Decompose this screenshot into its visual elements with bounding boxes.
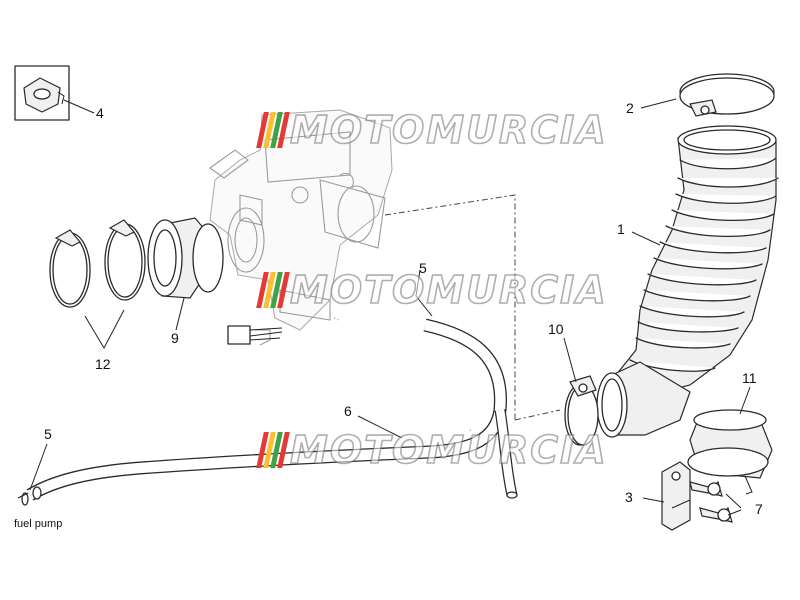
part-1-bellows-duct <box>611 125 779 401</box>
callout-10: 10 <box>548 321 564 337</box>
watermark-middle: MOTOMURCIA <box>256 267 608 313</box>
callout-11: 11 <box>742 370 757 386</box>
watermark-top: MOTOMURCIA <box>256 107 608 153</box>
part-9-intake-sleeve <box>147 217 224 299</box>
watermark-bars <box>256 432 290 468</box>
part-10-small-clamp <box>564 375 599 446</box>
watermark-bars <box>256 112 290 148</box>
part-2-top-clamp <box>679 73 775 117</box>
callout-12: 12 <box>95 356 111 372</box>
part-12-clamps <box>49 219 146 308</box>
watermark-text: MOTOMURCIA <box>289 107 608 153</box>
part-7-bolts <box>689 480 733 523</box>
watermark-text: MOTOMURCIA <box>289 267 608 313</box>
callout-4: 4 <box>96 105 104 121</box>
fuel-pump-caption: fuel pump <box>14 518 63 530</box>
callout-1: 1 <box>617 221 625 237</box>
assembly-dash-line <box>384 194 561 421</box>
callout-5-lower: 5 <box>44 426 52 442</box>
part-4-clip <box>14 65 70 121</box>
callout-6: 6 <box>344 403 352 419</box>
callout-5-upper: 5 <box>419 260 427 276</box>
watermark-bottom: MOTOMURCIA <box>256 427 608 473</box>
callout-3: 3 <box>625 489 633 505</box>
part-6-fuel-hose <box>17 318 518 506</box>
callout-7: 7 <box>755 501 763 517</box>
callout-9: 9 <box>171 330 179 346</box>
throttle-body-assembly <box>209 109 393 346</box>
part-3-bracket <box>661 461 691 531</box>
watermark-text: MOTOMURCIA <box>289 427 608 473</box>
part-5-upper-tube <box>334 316 471 433</box>
callout-2: 2 <box>626 100 634 116</box>
part-11-cover <box>687 409 773 495</box>
callout-leaders <box>29 98 751 516</box>
watermark-bars <box>256 272 290 308</box>
